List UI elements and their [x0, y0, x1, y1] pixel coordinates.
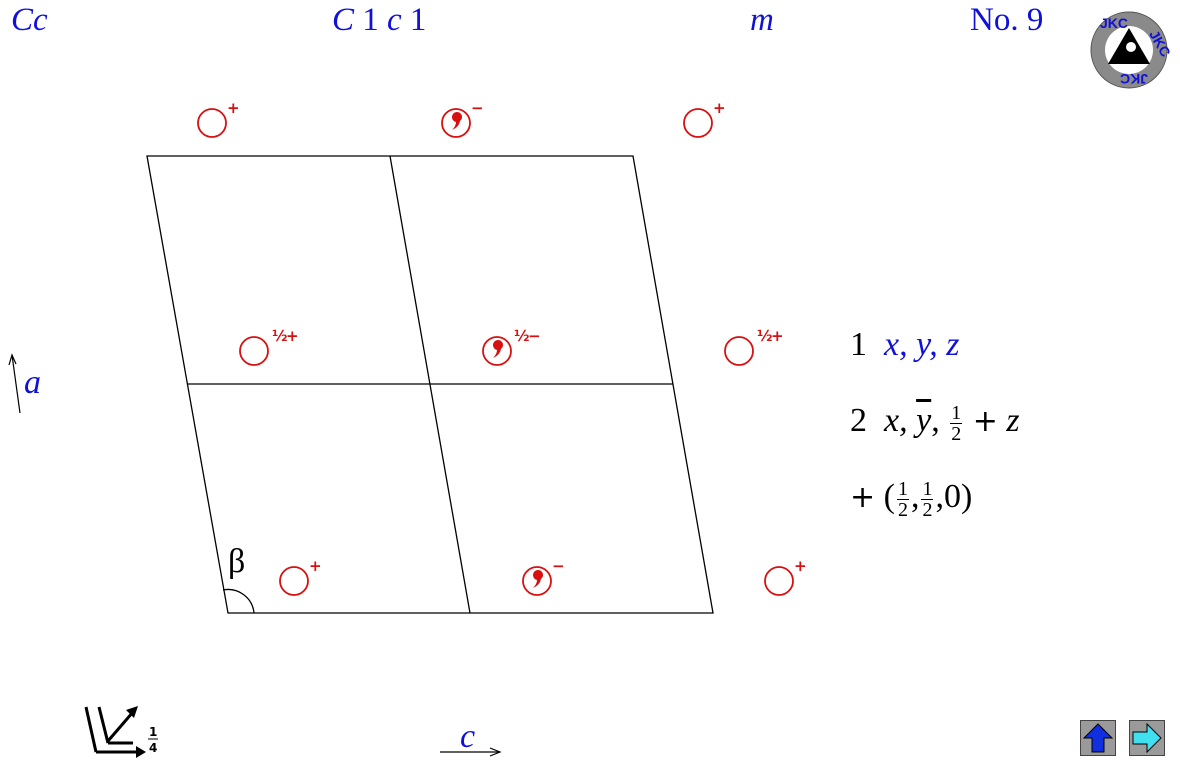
position-signs: + − + ½ + ½ − ½ + + − +: [227, 99, 807, 575]
coord-y-bar: y: [916, 402, 932, 439]
sign-label: +: [771, 327, 784, 345]
position-comma: [441, 108, 471, 138]
beta-arc: [222, 588, 255, 614]
comma-icon: [492, 340, 503, 358]
sign-label: +: [309, 557, 322, 575]
translation-tail: ,0): [935, 478, 973, 515]
operation-coordinates: x, y, z: [884, 326, 960, 363]
symmetry-positions: [197, 108, 794, 596]
nav-next-button[interactable]: [1129, 720, 1165, 756]
logo-text-top: JKC: [1100, 15, 1128, 31]
axis-a-arrow: [8, 353, 21, 414]
operation-number: 1: [850, 326, 867, 363]
point-group: m: [750, 2, 774, 38]
short-symbol: Cc: [11, 2, 48, 38]
sign-label: −: [528, 327, 541, 345]
position-comma: [522, 566, 552, 596]
position-plain: [764, 566, 794, 596]
arrow-right-icon: [1132, 722, 1162, 754]
sign-label: +: [286, 327, 299, 345]
sign-label: −: [552, 557, 565, 575]
sign-label: +: [713, 99, 726, 117]
beta-angle-label: β: [228, 543, 246, 580]
plus-sign: +: [850, 480, 876, 515]
position-comma: [482, 336, 512, 366]
operation-number: 2: [850, 402, 867, 439]
comma-icon: [451, 111, 462, 130]
logo-text-bottom: JKC: [1120, 71, 1148, 87]
position-plain: [279, 566, 309, 596]
separator: ,: [931, 402, 940, 439]
position-plain: [724, 336, 754, 366]
axis-c-label: c: [460, 718, 476, 755]
separator: ,: [910, 478, 920, 515]
position-plain: [197, 108, 227, 138]
coord-z: z: [1006, 402, 1020, 439]
space-group-number: No. 9: [970, 2, 1044, 38]
sign-label: −: [471, 99, 484, 117]
nav-up-button[interactable]: [1080, 720, 1116, 756]
height-label: ½: [514, 327, 530, 345]
depth-key-icon: [84, 706, 146, 758]
sign-label: +: [794, 557, 807, 575]
full-symbol-glide: c: [387, 2, 402, 38]
full-symbol-one-a: 1: [362, 2, 379, 38]
height-label: ½: [272, 327, 288, 345]
depth-key-fraction: 1 4: [148, 725, 158, 755]
coord-x: x,: [884, 402, 908, 439]
comma-marks: [451, 111, 543, 588]
open-paren: (: [883, 478, 895, 515]
axis-c-arrow: [440, 747, 502, 757]
jkc-logo[interactable]: JKC JKC JKC: [1090, 11, 1174, 89]
svg-text:4: 4: [149, 741, 157, 755]
axis-a-label: a: [24, 364, 41, 401]
full-symbol-lattice: C: [332, 2, 355, 38]
comma-icon: [532, 570, 543, 588]
unit-cell: [146, 155, 714, 614]
height-label: ½: [757, 327, 773, 345]
symmetry-operation-1: 1 x, y, z: [850, 326, 960, 364]
arrow-up-icon: [1082, 723, 1114, 753]
cell-outline: [146, 155, 714, 614]
plus-sign: +: [972, 404, 998, 439]
full-symbol-one-b: 1: [409, 2, 427, 38]
sign-label: +: [227, 99, 240, 117]
full-symbol: C 1 c 1: [332, 2, 426, 39]
position-plain: [239, 336, 269, 366]
svg-text:1: 1: [149, 725, 157, 739]
position-plain: [683, 108, 713, 138]
